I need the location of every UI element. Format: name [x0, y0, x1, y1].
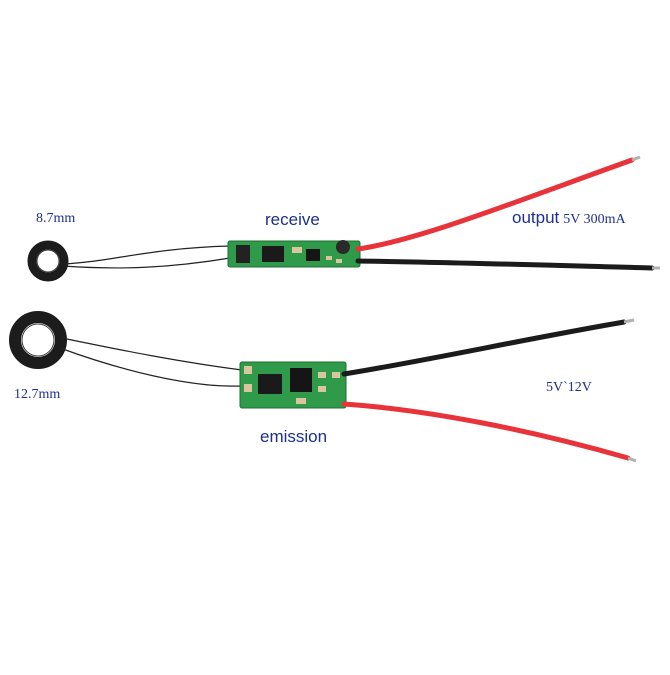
transmitter-red-wire: [341, 401, 631, 461]
receiver-output-word: output: [512, 208, 560, 227]
transmitter-black-wire: [341, 319, 627, 377]
transmitter-assembly: [9, 311, 637, 463]
receiver-coil-size-label: 8.7mm: [36, 211, 76, 226]
transmitter-coil-lead-2: [59, 347, 243, 387]
transmitter-coil: [9, 311, 67, 369]
receiver-coil: [27, 240, 69, 282]
receiver-pcb: [227, 240, 361, 268]
receiver-coil-lead-2: [62, 257, 231, 269]
receiver-coil-lead-1: [62, 245, 231, 265]
receiver-black-wire: [355, 258, 655, 271]
transmitter-pcb: [239, 361, 347, 409]
transmitter-label: emission: [260, 427, 328, 446]
receiver-red-wire: [355, 157, 635, 252]
transmitter-coil-lead-1: [61, 337, 243, 371]
transmitter-input-voltage-label: 5V`12V: [546, 380, 592, 395]
transmitter-coil-size-label: 12.7mm: [14, 387, 61, 402]
receiver-assembly: [27, 155, 660, 282]
receiver-label: receive: [265, 210, 320, 229]
receiver-output-label: output 5V 300mA: [512, 208, 626, 228]
receiver-output-spec: 5V 300mA: [563, 212, 626, 227]
